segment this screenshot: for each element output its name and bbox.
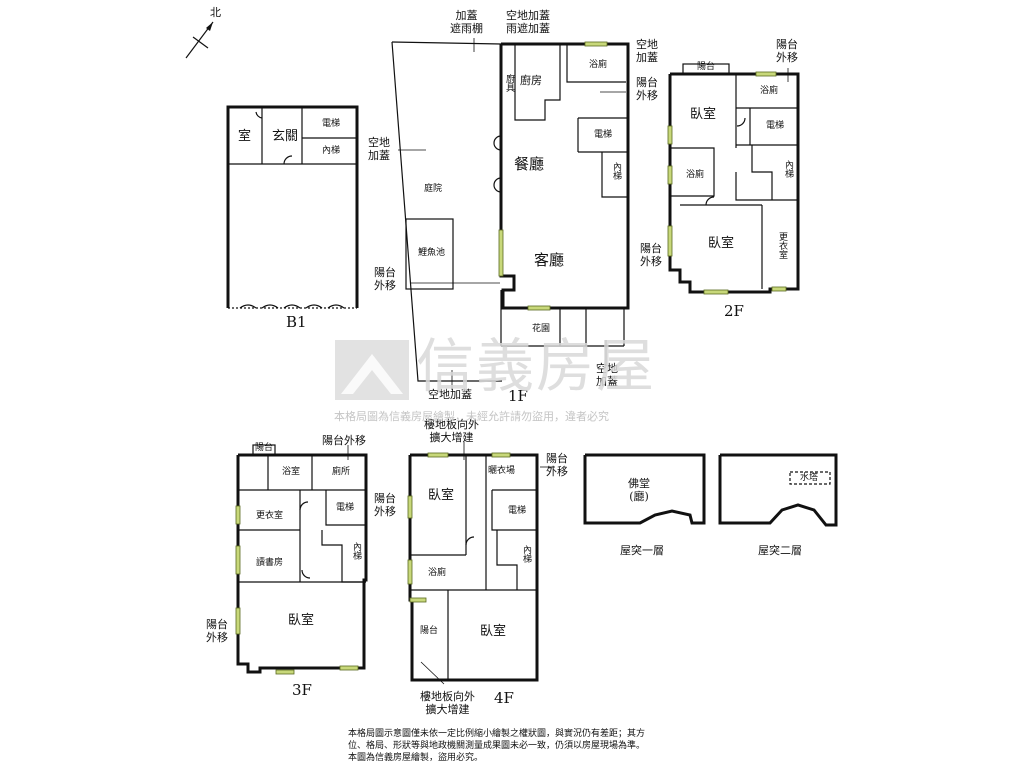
floor-label-2f: 2F [724,302,744,320]
f4-stairs: 電梯 [508,506,527,516]
f2-balcony-out-tr: 陽台 外移 [776,38,798,64]
watermark-brand: 信義房屋 [416,332,657,400]
floor-label-3f: 3F [292,681,312,699]
f2-bedroom1: 臥室 [690,107,717,122]
b1-inner-stairs: 內梯 [322,146,341,156]
f3-balcony-tag: 陽台 [255,443,274,453]
f1-empty-top-right: 空地 加蓋 [636,38,658,64]
f2-closet: 更衣室 [777,232,787,259]
f4-inner-stairs: 內梯 [521,545,531,563]
b1-entry: 玄關 [272,129,299,144]
f1-bath: 浴廁 [589,60,608,70]
f1-stairs: 電梯 [594,130,613,140]
f1-balcony-out-top: 陽台 外移 [636,76,658,102]
f2-bath1: 浴廁 [760,86,779,96]
f4-bedroom2: 臥室 [480,624,507,639]
disclaimer-text: 本格局圖示意圖僅未依一定比例縮小繪製之權狀圖，與實況仍有差距；其方 位、格局、形… [348,729,646,763]
f1-inner-stairs: 內梯 [611,162,621,180]
f3-bedroom: 臥室 [288,613,315,628]
f1-rain-shelter: 加蓋 遮雨棚 [450,9,483,35]
f4-balcony: 陽台 [420,626,439,636]
f1-courtyard: 庭院 [424,184,443,194]
f4-expand-bottom: 樓地板向外 擴大增建 [420,690,475,716]
f4-laundry: 曬衣場 [488,466,516,476]
f3-closet: 更衣室 [256,511,284,521]
f3-toilet: 廁所 [332,467,351,477]
f1-plan [391,38,630,390]
watermark-logo-icon [335,340,409,400]
f3-stairs: 電梯 [336,503,355,513]
f2-plan [667,63,800,295]
roof2-plan [718,453,838,527]
f1-empty-rain: 空地加蓋 雨遮加蓋 [506,9,550,35]
f1-fish-pond: 鯉魚池 [418,248,446,258]
floor-label-1f: 1F [508,387,528,405]
f3-balcony-out-top: 陽台外移 [322,434,366,447]
f3-plan [235,444,368,675]
f2-bedroom2: 臥室 [708,236,735,251]
f1-balcony-out-left: 陽台 外移 [374,266,396,292]
f3-inner-stairs: 內梯 [351,542,361,560]
floor-label-4f: 4F [494,689,514,707]
f4-balcony-out-left: 陽台 外移 [374,492,396,518]
b1-plan [226,105,359,309]
f1-cabinet: 廚具 [504,74,514,92]
floor-label-roof1: 屋突一層 [620,544,664,557]
f4-plan [407,442,555,685]
b1-room: 室 [238,129,252,144]
f3-study: 讀書房 [256,558,284,568]
north-label: 北 [210,6,221,19]
f4-bath: 浴廁 [428,568,447,578]
f1-kitchen: 廚房 [520,74,542,87]
floor-label-roof2: 屋突二層 [758,544,802,557]
f4-bedroom1: 臥室 [428,488,455,503]
f1-empty-left: 空地 加蓋 [368,136,390,162]
f4-expand-top: 樓地板向外 擴大增建 [424,418,479,444]
f3-balcony-out-left: 陽台 外移 [206,618,228,644]
north-arrow-icon [185,21,214,59]
f1-dining: 餐廳 [514,155,545,173]
f2-bath2: 浴廁 [686,170,705,180]
f1-living: 客廳 [534,251,565,269]
f1-garden: 花園 [532,324,551,334]
floor-label-b1: B1 [286,313,307,331]
f3-bath: 浴室 [282,467,301,477]
f2-inner-stairs: 內梯 [783,160,793,178]
f4-balcony-out-right: 陽台 外移 [546,452,568,478]
f2-stairs: 電梯 [766,121,785,131]
roof2-tank: 水塔 [800,473,819,483]
watermark-notice: 本格局圖為信義房屋繪製，未經允許請勿盜用，違者必究 [334,410,609,423]
f1-empty-bottom-right: 空地 加蓋 [596,362,618,388]
roof1-plan [583,453,706,525]
f1-empty-bottom: 空地加蓋 [428,388,472,401]
f2-balcony-out-left: 陽台 外移 [640,242,662,268]
b1-stairs: 電梯 [322,119,341,129]
f2-balcony-tag: 陽台 [697,62,716,72]
roof1-shrine: 佛堂 (廳) [628,477,650,503]
